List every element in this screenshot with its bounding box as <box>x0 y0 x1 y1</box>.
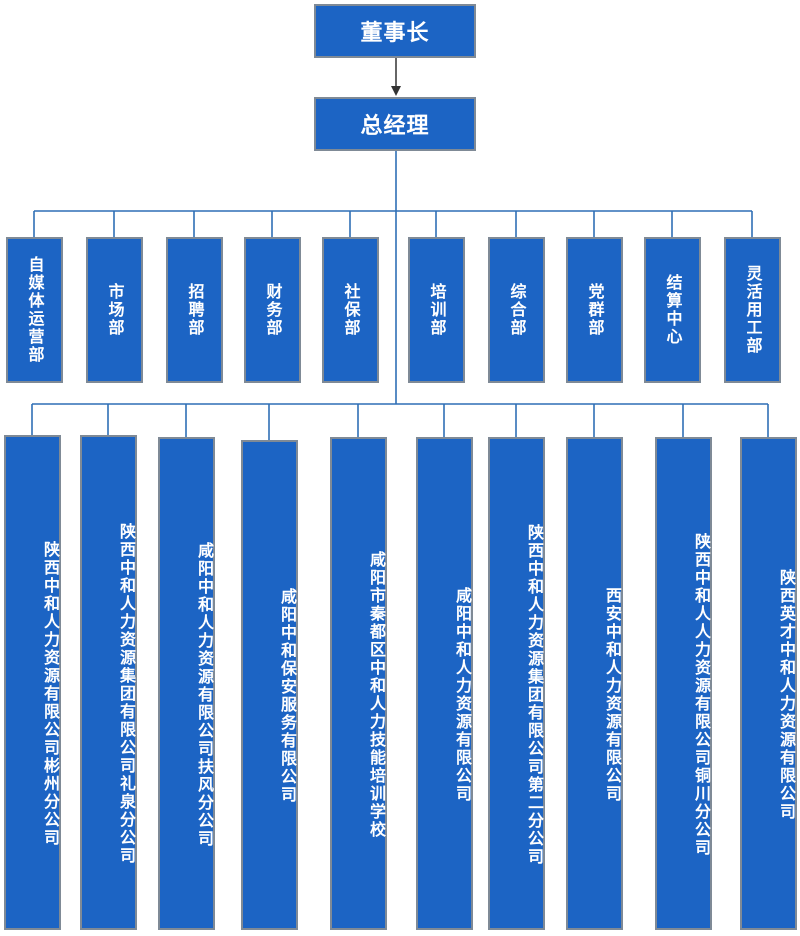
dept-box-flexible-employment: 灵活用工部 <box>724 237 781 383</box>
subsidiary-label: 咸阳中和人力资源有限公司 <box>453 586 472 803</box>
general-manager-box: 总经理 <box>314 97 476 151</box>
dept-label: 社保部 <box>341 283 361 337</box>
subsidiary-label: 陕西中和人力资源有限公司彬州分公司 <box>41 540 60 847</box>
subsidiary-box-skills-school: 咸阳市秦都区中和人力技能培训学校 <box>330 437 387 930</box>
dept-box-settlement: 结算中心 <box>644 237 701 383</box>
subsidiary-label: 咸阳市秦都区中和人力技能培训学校 <box>367 550 386 839</box>
dept-box-social-security: 社保部 <box>322 237 379 383</box>
tree-lines <box>31 151 769 440</box>
general-manager-label: 总经理 <box>360 114 430 139</box>
dept-box-party: 党群部 <box>566 237 623 383</box>
dept-box-finance: 财务部 <box>244 237 301 383</box>
subsidiary-label: 咸阳中和保安服务有限公司 <box>278 588 297 804</box>
dept-label: 财务部 <box>263 283 283 337</box>
dept-box-marketing: 市场部 <box>86 237 143 383</box>
dept-label: 综合部 <box>507 283 527 337</box>
dept-label: 自媒体运营部 <box>25 256 45 364</box>
subsidiary-box-yingcai: 陕西英才中和人力资源有限公司 <box>740 437 797 930</box>
chairman-box: 董事长 <box>314 4 476 58</box>
dept-box-training: 培训部 <box>408 237 465 383</box>
dept-label: 培训部 <box>427 283 447 337</box>
dept-label: 招聘部 <box>185 283 205 337</box>
subsidiary-box-binzhou: 陕西中和人力资源有限公司彬州分公司 <box>4 435 61 930</box>
dept-label: 结算中心 <box>663 274 683 346</box>
subsidiary-box-tongchuan: 陕西中和人人力资源有限公司铜川分公司 <box>655 437 712 930</box>
subsidiary-box-fufeng: 咸阳中和人力资源有限公司扶风分公司 <box>158 437 215 930</box>
subsidiary-box-xian: 西安中和人力资源有限公司 <box>566 437 623 930</box>
dept-box-general: 综合部 <box>488 237 545 383</box>
subsidiary-box-second-branch: 陕西中和人力资源集团有限公司第二分公司 <box>488 437 545 930</box>
subsidiary-label: 陕西英才中和人力资源有限公司 <box>777 568 796 821</box>
dept-label: 灵活用工部 <box>743 265 763 355</box>
subsidiary-box-liquan: 陕西中和人力资源集团有限公司礼泉分公司 <box>80 435 137 930</box>
subsidiary-label: 陕西中和人人力资源有限公司铜川分公司 <box>692 532 711 857</box>
subsidiary-label: 西安中和人力资源有限公司 <box>603 586 622 803</box>
subsidiary-box-security-service: 咸阳中和保安服务有限公司 <box>241 440 298 930</box>
chairman-label: 董事长 <box>360 21 430 46</box>
dept-box-media-ops: 自媒体运营部 <box>6 237 63 383</box>
dept-box-recruiting: 招聘部 <box>166 237 223 383</box>
subsidiary-box-xianyang: 咸阳中和人力资源有限公司 <box>416 437 473 930</box>
subsidiary-label: 陕西中和人力资源集团有限公司礼泉分公司 <box>117 522 136 865</box>
subsidiary-label: 咸阳中和人力资源有限公司扶风分公司 <box>195 541 214 848</box>
dept-label: 党群部 <box>585 283 605 337</box>
subsidiary-label: 陕西中和人力资源集团有限公司第二分公司 <box>525 523 544 866</box>
dept-label: 市场部 <box>105 283 125 337</box>
